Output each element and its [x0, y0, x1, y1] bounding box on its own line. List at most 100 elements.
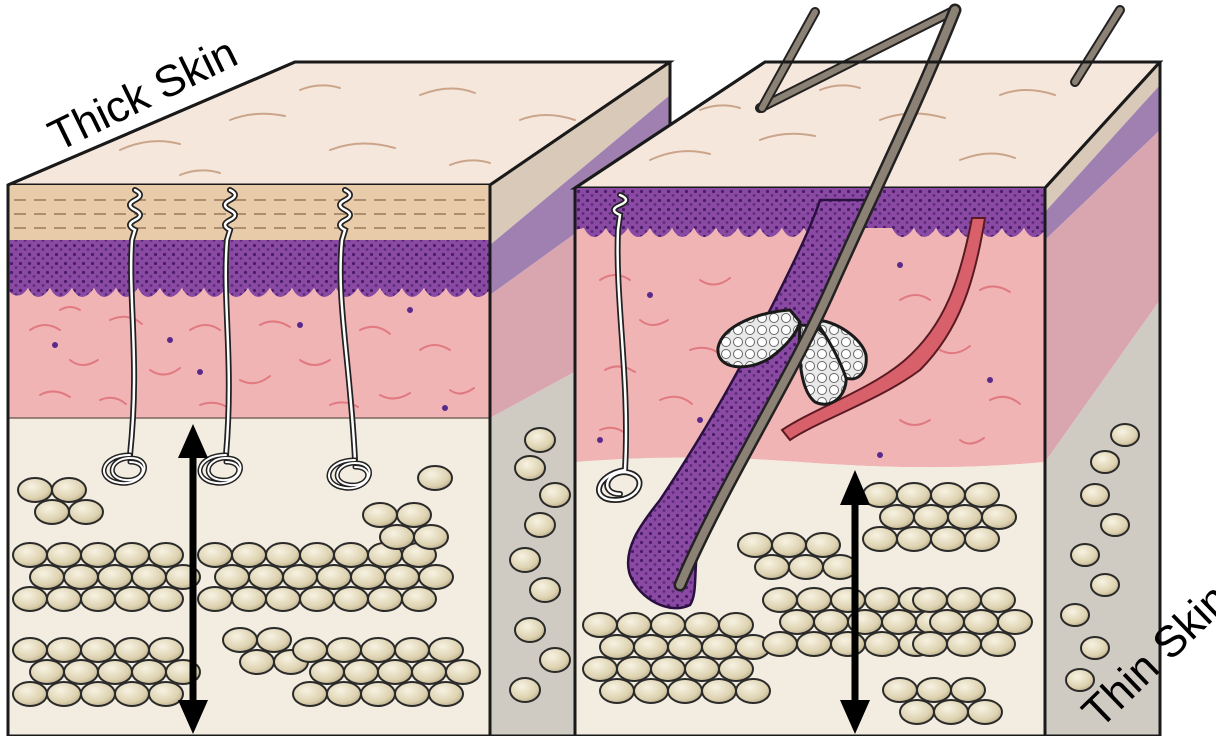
fat-cell [702, 679, 736, 703]
fat-cell [789, 555, 823, 579]
fat-cell [13, 682, 47, 706]
fat-cell [47, 638, 81, 662]
fat-cell [198, 587, 232, 611]
fat-cell [1091, 574, 1119, 596]
fat-cell [1091, 451, 1119, 473]
fat-cell [981, 632, 1015, 656]
fat-cell [685, 613, 719, 637]
fat-cell [30, 660, 64, 684]
fat-cell [685, 657, 719, 681]
fat-cell [515, 618, 545, 642]
fat-cell [132, 565, 166, 589]
fat-cell [515, 456, 545, 480]
fat-cell [240, 650, 274, 674]
fat-cell [780, 610, 814, 634]
fat-cell [317, 565, 351, 589]
fat-cell [617, 657, 651, 681]
thick-skin-block [8, 62, 670, 736]
fat-cell [115, 638, 149, 662]
fat-cell [419, 565, 453, 589]
fat-cell [814, 610, 848, 634]
fat-cell [395, 682, 429, 706]
fat-cell [69, 500, 103, 524]
fat-cell [429, 638, 463, 662]
fat-cell [1101, 514, 1129, 536]
fat-cell [797, 588, 831, 612]
fat-cell [52, 478, 86, 502]
fat-cell [863, 527, 897, 551]
fat-cell [429, 682, 463, 706]
fat-cell [266, 543, 300, 567]
fat-cell [719, 613, 753, 637]
fat-cell [47, 543, 81, 567]
fat-cell [257, 628, 291, 652]
fat-cell [968, 700, 1002, 724]
fat-cell [763, 588, 797, 612]
fat-cell [98, 565, 132, 589]
fat-cell [982, 505, 1016, 529]
fat-cell [98, 660, 132, 684]
fat-cell [880, 505, 914, 529]
fat-cell [510, 548, 540, 572]
fat-cell [965, 527, 999, 551]
fat-cell [149, 682, 183, 706]
fat-cell [334, 543, 368, 567]
fat-cell [385, 565, 419, 589]
fat-cell [397, 503, 431, 527]
fat-cell [380, 525, 414, 549]
fat-cell [540, 648, 570, 672]
fat-cell [361, 638, 395, 662]
fat-cell [132, 660, 166, 684]
fat-cell [293, 638, 327, 662]
fat-cell [35, 500, 69, 524]
fat-cell [651, 613, 685, 637]
fat-cell [13, 638, 47, 662]
fat-cell [981, 588, 1015, 612]
fat-cell [583, 613, 617, 637]
fat-cell [446, 660, 480, 684]
fat-cell [634, 635, 668, 659]
thick-skin-dermis [8, 288, 490, 418]
fat-cell [395, 638, 429, 662]
fat-cell [1081, 637, 1109, 659]
fat-cell [634, 679, 668, 703]
fat-cell [668, 635, 702, 659]
fat-cell [797, 632, 831, 656]
fat-cell [47, 682, 81, 706]
fat-cell [931, 483, 965, 507]
fat-cell [1061, 604, 1089, 626]
fat-cell [914, 505, 948, 529]
fat-cell [361, 682, 395, 706]
fat-cell [18, 478, 52, 502]
fat-cell [402, 587, 436, 611]
fat-cell [930, 610, 964, 634]
fat-cell [525, 513, 555, 537]
fat-cell [763, 632, 797, 656]
fat-cell [149, 543, 183, 567]
fat-cell [334, 587, 368, 611]
fat-cell [115, 587, 149, 611]
fat-cell [363, 503, 397, 527]
fat-cell [13, 543, 47, 567]
fat-cell [736, 679, 770, 703]
fat-cell [947, 588, 981, 612]
fat-cell [831, 588, 865, 612]
fat-cell [283, 565, 317, 589]
fat-cell [64, 565, 98, 589]
fat-cell [917, 678, 951, 702]
fat-cell [13, 587, 47, 611]
fat-cell [831, 632, 865, 656]
fat-cell [510, 678, 540, 702]
fat-cell [327, 682, 361, 706]
fat-cell [368, 587, 402, 611]
fat-cell [702, 635, 736, 659]
fat-cell [965, 483, 999, 507]
fat-cell [583, 657, 617, 681]
fat-cell [865, 632, 899, 656]
fat-cell [540, 483, 570, 507]
fat-cell [913, 588, 947, 612]
fat-cell [900, 700, 934, 724]
fat-cell [806, 533, 840, 557]
fat-cell [266, 587, 300, 611]
